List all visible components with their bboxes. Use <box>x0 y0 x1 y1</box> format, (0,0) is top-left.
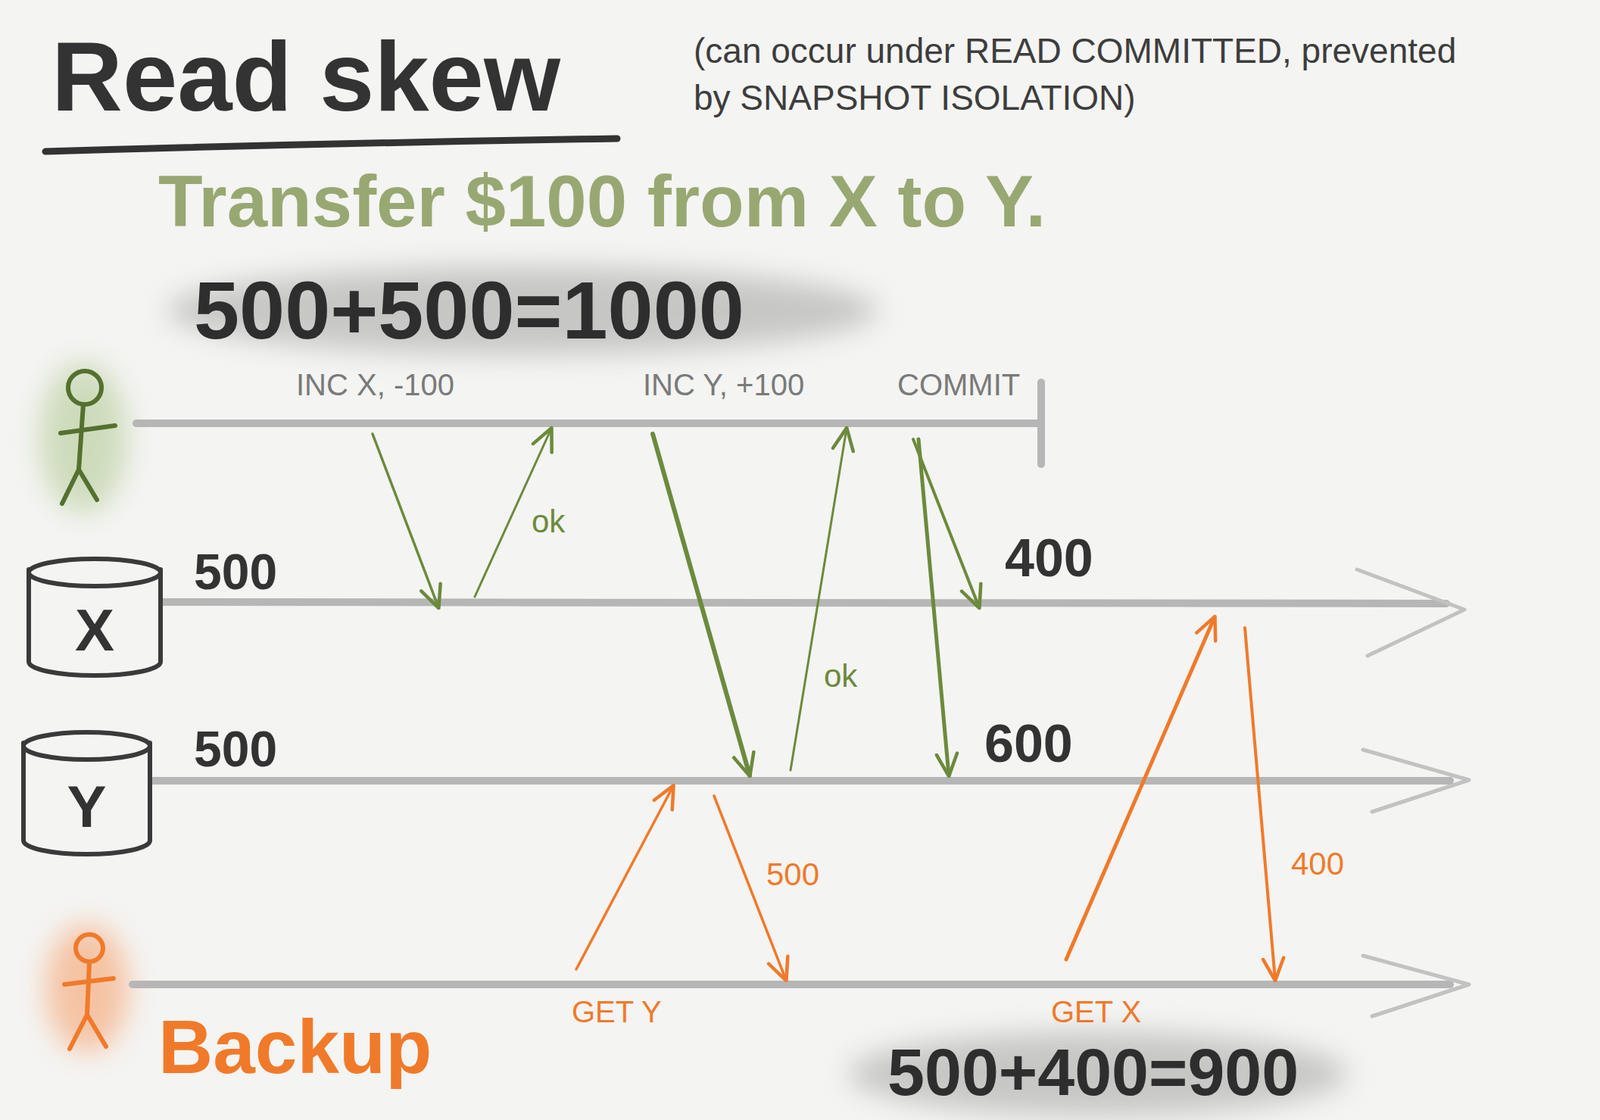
node-label: Y <box>66 773 107 842</box>
message-label: COMMIT <box>897 369 1020 400</box>
backup-timeline <box>132 980 1451 989</box>
reply-arrow <box>790 428 847 771</box>
reply-label: 400 <box>1291 848 1345 880</box>
request-label: GET X <box>1051 996 1142 1027</box>
value-label: 500 <box>193 546 278 597</box>
figure-head <box>68 371 102 405</box>
note: (can occur under READ COMMITTED, prevent… <box>693 27 1497 122</box>
request-label: GET Y <box>571 996 662 1027</box>
figure-glow <box>39 361 128 514</box>
chevron <box>1356 569 1465 656</box>
chevron <box>1362 749 1470 812</box>
figure-glow <box>45 923 129 1053</box>
subtitle: Transfer $100 from X to Y. <box>158 165 1046 238</box>
sum-before: 500+500=1000 <box>193 269 745 352</box>
figure-lines <box>64 934 114 1049</box>
figure-body <box>64 961 114 1049</box>
timeline-end <box>1037 382 1045 465</box>
commit-arrow <box>918 439 949 776</box>
database-cylinder: Y <box>20 729 153 858</box>
commit-arrow <box>913 439 980 608</box>
reply-label: 500 <box>766 858 820 891</box>
message-arrow <box>652 433 750 776</box>
value-label: 500 <box>193 723 278 774</box>
message-label: INC X, -100 <box>296 369 455 400</box>
cylinder-top <box>23 732 150 760</box>
timeline-chevrons <box>1356 569 1470 1017</box>
sum-after: 500+400=900 <box>887 1038 1299 1106</box>
value-label: 400 <box>1004 531 1094 585</box>
backup-figure: Backup <box>37 925 462 1096</box>
message-arrow <box>372 433 439 608</box>
reply-label: ok <box>823 660 858 693</box>
message-label: INC Y, +100 <box>642 369 805 400</box>
node-label: X <box>74 596 115 665</box>
client-timeline <box>136 419 1042 428</box>
figure-body <box>60 404 116 504</box>
y-timeline <box>152 776 1451 785</box>
request-arrow <box>1066 617 1215 960</box>
figure-head <box>75 934 103 962</box>
chevron <box>1362 955 1470 1017</box>
cylinder-top <box>28 558 161 587</box>
highlight-smudge <box>166 266 879 355</box>
title: Read skew <box>51 27 561 126</box>
backup-messages <box>576 617 1276 980</box>
client-figure <box>60 371 116 504</box>
reply-label: ok <box>531 505 565 538</box>
timelines <box>132 382 1451 985</box>
transfer-messages <box>372 428 980 776</box>
highlight-smudge <box>848 1032 1348 1116</box>
database-cylinder: X <box>25 555 164 679</box>
value-label: 600 <box>984 717 1073 771</box>
title-underline <box>45 138 618 152</box>
x-timeline <box>163 601 1447 604</box>
reply-arrow <box>1244 627 1276 980</box>
figure-label: Backup <box>158 1003 432 1091</box>
request-arrow <box>576 785 674 970</box>
